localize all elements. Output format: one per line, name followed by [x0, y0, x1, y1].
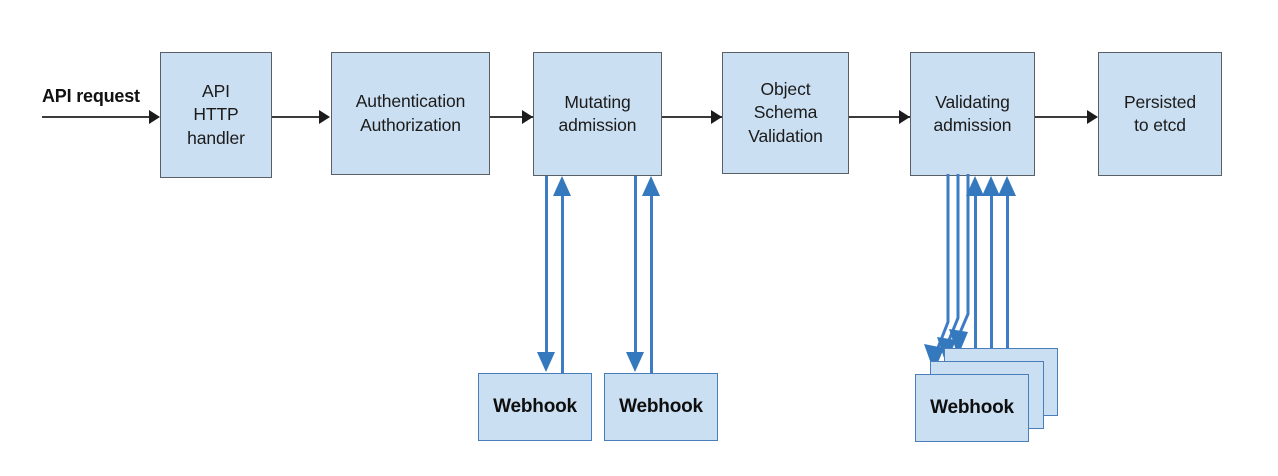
connector-1-line [272, 116, 320, 119]
node-mutating-admission[interactable]: Mutating admission [533, 52, 662, 176]
connector-5-line [1035, 116, 1088, 119]
node-object-schema-validation[interactable]: Object Schema Validation [722, 52, 849, 174]
node-mutating-admission-line-1: Mutating [564, 91, 631, 112]
api-request-arrow-line [42, 116, 152, 119]
mutating-webhook-2-return-stem [650, 193, 653, 373]
connector-2-arrow [522, 110, 533, 124]
connector-5-arrow [1087, 110, 1098, 124]
validating-webhook-return-arrowhead-2 [982, 176, 1000, 196]
validating-webhook-return-arrowhead-1 [966, 176, 984, 196]
validating-webhook-return-arrowhead-3 [998, 176, 1016, 196]
mutating-webhook-1-return-arrowhead [553, 176, 571, 196]
api-request-label: API request [42, 86, 140, 106]
node-api-http-handler-line-2: HTTP [193, 104, 239, 125]
connector-4-line [849, 116, 910, 119]
webhook-box-mutating-1[interactable]: Webhook [478, 373, 592, 441]
mutating-webhook-1-call-stem [545, 176, 548, 354]
mutating-webhook-2-call-stem [634, 176, 637, 354]
node-persisted-to-etcd-line-1: Persisted [1123, 91, 1197, 112]
node-persisted-to-etcd-line-2: to etcd [1134, 115, 1186, 135]
webhook-box-mutating-2[interactable]: Webhook [604, 373, 718, 441]
validating-webhook-return-stem-3 [1006, 194, 1009, 362]
node-validating-admission-line-1: Validating [935, 91, 1010, 112]
node-authn-authz-line-2: Authorization [360, 114, 461, 135]
webhook-box-validating-front[interactable]: Webhook [915, 374, 1029, 442]
validating-webhook-return-stem-1 [974, 194, 977, 380]
node-authn-authz-line-1: Authentication [355, 91, 466, 112]
node-persisted-to-etcd[interactable]: Persisted to etcd [1098, 52, 1222, 176]
mutating-webhook-2-return-arrowhead [642, 176, 660, 196]
node-validating-admission[interactable]: Validating admission [910, 52, 1035, 176]
connector-4-arrow [899, 110, 910, 124]
node-object-schema-validation-line-1: Object [760, 79, 811, 100]
mutating-webhook-1-call-arrowhead [537, 352, 555, 372]
api-request-arrow-head [149, 110, 160, 124]
validating-webhook-return-stem-2 [990, 194, 993, 372]
webhook-box-mutating-2-label: Webhook [619, 396, 703, 417]
webhook-box-mutating-1-label: Webhook [493, 396, 577, 417]
connector-1-arrow [319, 110, 330, 124]
node-object-schema-validation-line-3: Validation [748, 125, 823, 146]
connector-3-arrow [711, 110, 722, 124]
mutating-webhook-1-return-stem [561, 193, 564, 373]
node-api-http-handler-line-1: API [202, 81, 230, 102]
webhook-box-validating-front-label: Webhook [930, 397, 1014, 418]
mutating-webhook-2-call-arrowhead [626, 352, 644, 372]
node-validating-admission-line-2: admission [933, 115, 1012, 135]
node-authn-authz[interactable]: Authentication Authorization [331, 52, 490, 175]
node-api-http-handler-line-3: handler [187, 127, 245, 148]
connector-3-line [662, 116, 722, 119]
node-mutating-admission-line-2: admission [558, 115, 637, 135]
node-object-schema-validation-line-2: Schema [753, 102, 818, 123]
connector-2-line [490, 116, 533, 119]
node-api-http-handler[interactable]: API HTTP handler [160, 52, 272, 178]
